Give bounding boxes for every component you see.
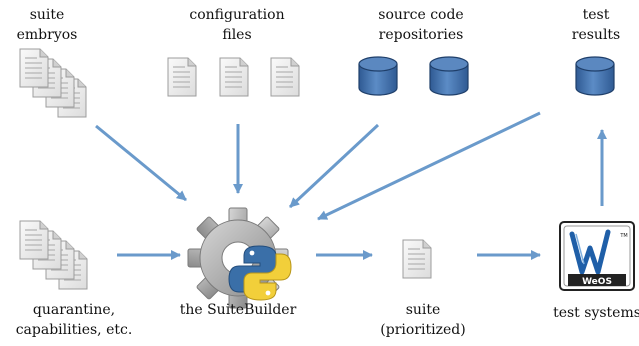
configuration-files-icon — [167, 57, 300, 97]
arrows — [95, 111, 607, 260]
weos-logo-icon: WeOS TM — [559, 221, 635, 291]
suitebuilder-gear-python-icon — [187, 207, 292, 309]
source-repositories-database-icon — [358, 56, 469, 96]
label-configuration-files: configuration files — [189, 7, 285, 43]
weos-logo-text: WeOS — [582, 277, 612, 287]
label-test-results: test results — [571, 7, 621, 43]
suite-prioritized-document-icon — [402, 239, 432, 279]
label-quarantine: quarantine, capabilities, etc. — [15, 302, 133, 338]
arrow-repos-to-builder — [288, 123, 380, 209]
label-test-systems: test systems — [553, 305, 639, 321]
label-suitebuilder: the SuiteBuilder — [179, 302, 297, 318]
weos-logo-tm: TM — [619, 233, 627, 239]
label-source-code-repositories: source code repositories — [378, 7, 464, 43]
label-suite-embryos: suite embryos — [16, 7, 78, 43]
test-results-database-icon — [575, 56, 615, 96]
quarantine-documents-icon — [19, 220, 88, 290]
arrow-results-to-builder — [317, 111, 541, 221]
arrow-embryos-to-builder — [95, 124, 187, 202]
label-suite-prioritized: suite (prioritized) — [380, 302, 466, 338]
suite-embryos-documents-icon — [19, 48, 87, 118]
